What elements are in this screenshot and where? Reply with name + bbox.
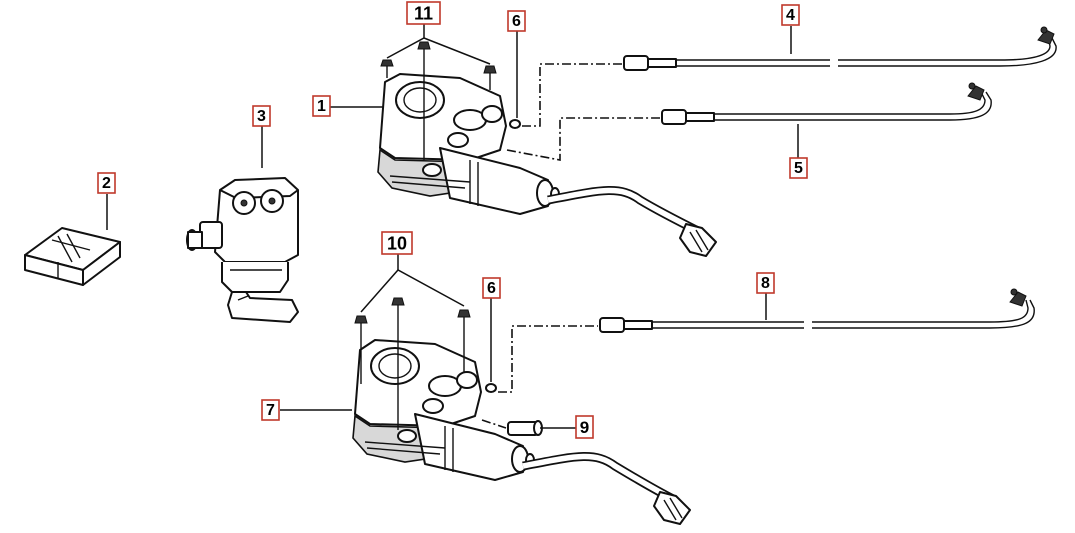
callout-6-lower: 6 [482, 277, 501, 299]
bolt-11-left [380, 59, 394, 78]
bolt-set-10 [354, 254, 471, 430]
washer-6-upper [509, 30, 521, 129]
svg-text:8: 8 [761, 275, 770, 292]
bolt-10-right [457, 309, 471, 372]
cable-8 [498, 288, 1035, 393]
svg-text:5: 5 [794, 160, 803, 177]
part-3-actuator-housing [186, 177, 299, 323]
callout-11: 11 [406, 1, 441, 25]
callout-4: 4 [781, 4, 800, 26]
svg-text:7: 7 [266, 402, 275, 419]
svg-text:6: 6 [512, 13, 521, 30]
part-7-motor-assembly-lower [352, 339, 691, 525]
callout-9: 9 [575, 415, 594, 439]
svg-text:10: 10 [387, 234, 407, 254]
callout-2: 2 [97, 172, 116, 194]
bolt-10-center [391, 297, 405, 430]
part-9-bushing [481, 419, 576, 436]
bolt-set-11 [380, 24, 497, 160]
bolt-11-right [483, 65, 497, 90]
callout-5: 5 [789, 157, 808, 179]
callout-10: 10 [381, 231, 413, 255]
bolt-10-left [354, 315, 368, 384]
svg-text:2: 2 [102, 175, 111, 192]
cable-5 [506, 82, 992, 161]
bolt-11-center [417, 41, 431, 160]
callout-8: 8 [756, 272, 775, 294]
svg-text:6: 6 [487, 280, 496, 297]
svg-text:9: 9 [580, 418, 589, 437]
callout-1: 1 [312, 95, 331, 117]
callout-3: 3 [252, 105, 271, 127]
svg-text:3: 3 [257, 108, 266, 125]
svg-text:11: 11 [414, 4, 433, 24]
svg-text:4: 4 [786, 7, 795, 24]
part-1-motor-assembly-upper [377, 73, 717, 257]
cable-4 [522, 26, 1057, 127]
callout-7: 7 [261, 399, 280, 421]
callout-6-upper: 6 [507, 10, 526, 32]
part-2-block [24, 227, 121, 286]
washer-6-lower [485, 298, 497, 393]
svg-text:1: 1 [317, 98, 326, 115]
